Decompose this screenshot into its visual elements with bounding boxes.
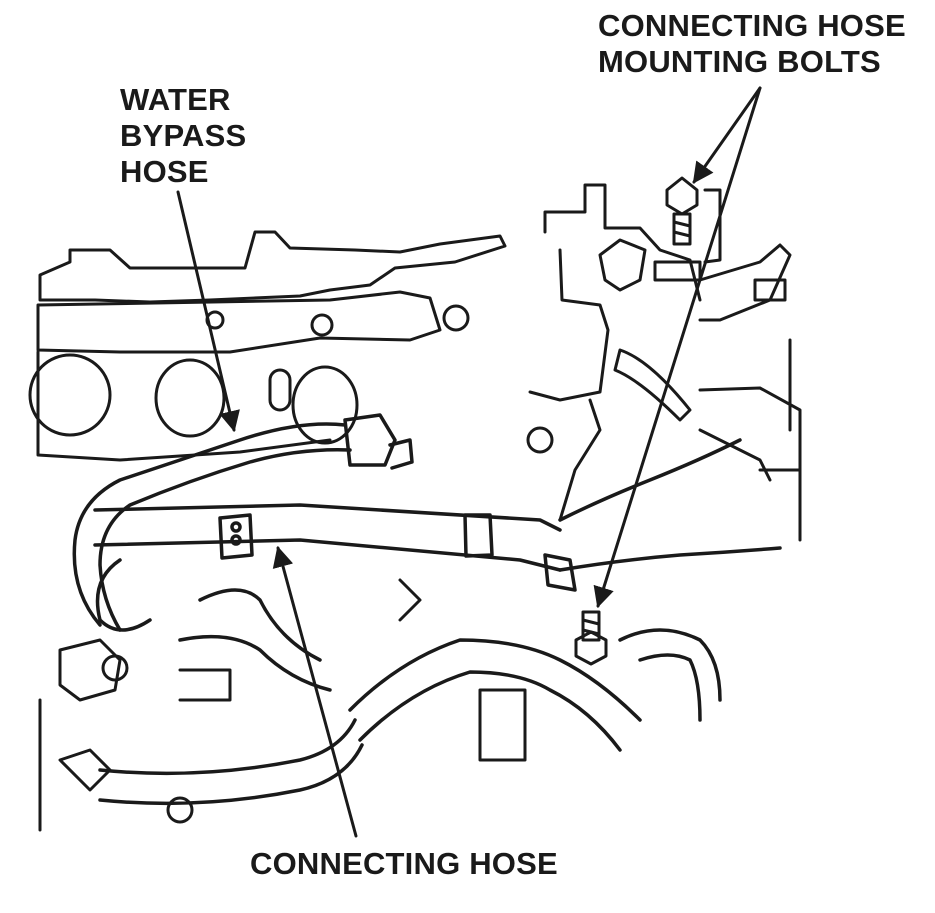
mounting-bolt-upper	[665, 176, 699, 246]
arrow-upper-bolt	[692, 86, 762, 184]
connecting-hose	[93, 438, 782, 632]
connecting-hose-label: CONNECTING HOSE	[250, 846, 558, 881]
arrow-bypass-hose	[176, 190, 240, 433]
arrow-connecting-hose	[272, 545, 358, 838]
water-bypass-hose-label: WATER BYPASS HOSE	[120, 82, 247, 189]
water-outlet-housing	[598, 188, 792, 482]
engine-block	[36, 183, 802, 542]
lower-hoses	[98, 588, 722, 806]
mounting-bolt-lower	[574, 610, 608, 666]
water-bypass-hose	[72, 413, 414, 632]
arrow-lower-bolt	[593, 86, 762, 609]
lower-left-components	[38, 578, 527, 832]
mounting-bolts-label: CONNECTING HOSE MOUNTING BOLTS	[598, 8, 906, 79]
leader-arrows	[176, 86, 762, 838]
intake-ports	[28, 304, 554, 454]
